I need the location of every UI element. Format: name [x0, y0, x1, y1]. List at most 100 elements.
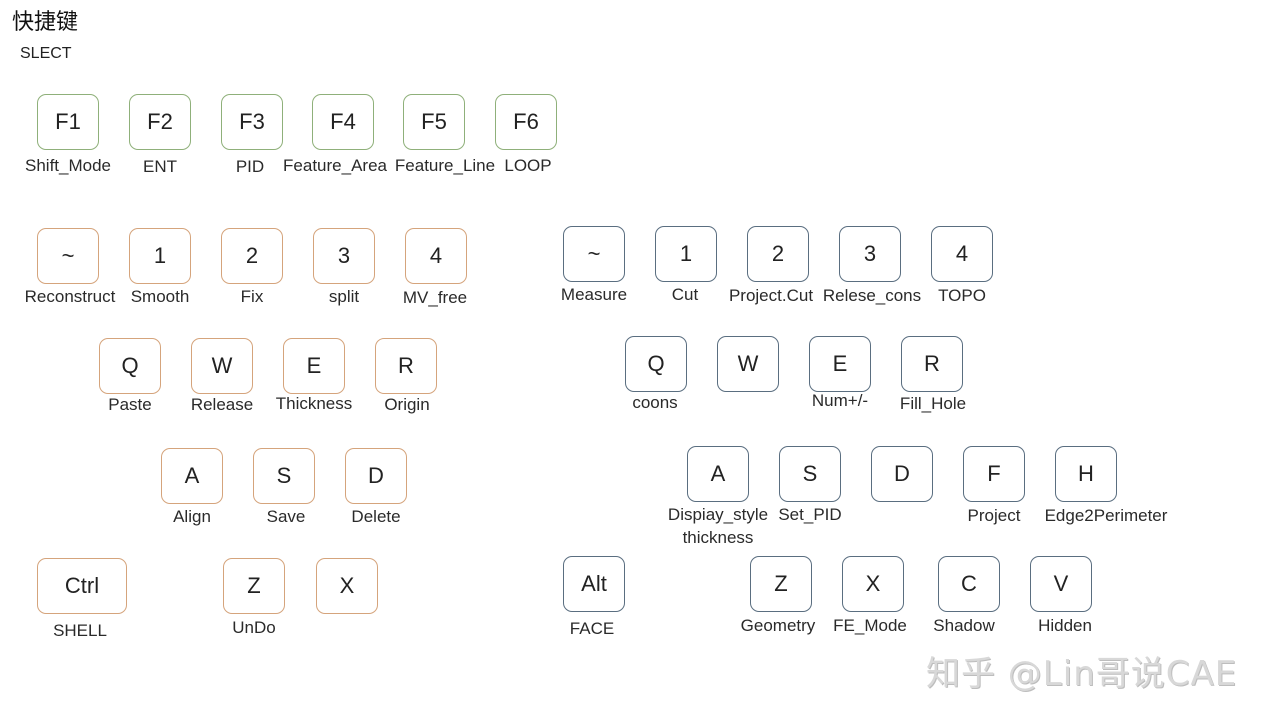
key-label: Project.Cut — [728, 286, 814, 305]
key-cap: F3 — [239, 109, 265, 134]
key-left-1[interactable]: 1 — [129, 228, 191, 284]
key-right-2[interactable]: 2 — [747, 226, 809, 282]
key-cap: ~ — [61, 243, 75, 268]
key-right-4[interactable]: 4 — [931, 226, 993, 282]
key-left-ctrl[interactable]: Ctrl — [37, 558, 127, 614]
key-right-v[interactable]: V — [1030, 556, 1092, 612]
key-cap: F1 — [55, 109, 81, 134]
key-cap: Alt — [581, 571, 607, 596]
key-label: MV_free — [402, 288, 468, 307]
key-f6[interactable]: F6 — [495, 94, 557, 150]
key-label: Fix — [240, 287, 264, 306]
key-cap: X — [865, 571, 881, 596]
key-left-z[interactable]: Z — [223, 558, 285, 614]
key-f1[interactable]: F1 — [37, 94, 99, 150]
key-right-s[interactable]: S — [779, 446, 841, 502]
key-right-z[interactable]: Z — [750, 556, 812, 612]
key-cap: Q — [121, 353, 139, 378]
key-left-a[interactable]: A — [161, 448, 223, 504]
key-right-alt[interactable]: Alt — [563, 556, 625, 612]
key-right-w[interactable]: W — [717, 336, 779, 392]
key-right-x[interactable]: X — [842, 556, 904, 612]
key-label: Set_PID — [778, 505, 842, 524]
key-label: Feature_Line — [394, 156, 496, 175]
key-cap: Ctrl — [64, 573, 100, 598]
key-left-w[interactable]: W — [191, 338, 253, 394]
key-cap: 4 — [955, 241, 969, 266]
key-label: ENT — [143, 157, 177, 176]
key-left-3[interactable]: 3 — [313, 228, 375, 284]
key-label: Delete — [351, 507, 401, 526]
key-cap: H — [1078, 461, 1094, 486]
key-left-2[interactable]: 2 — [221, 228, 283, 284]
key-label: Origin — [384, 395, 430, 414]
key-f3[interactable]: F3 — [221, 94, 283, 150]
key-label: Fill_Hole — [899, 394, 967, 413]
key-cap: 4 — [429, 243, 443, 268]
key-left-x[interactable]: X — [316, 558, 378, 614]
key-right-3[interactable]: 3 — [839, 226, 901, 282]
key-right-h[interactable]: H — [1055, 446, 1117, 502]
key-cap: 2 — [245, 243, 259, 268]
key-cap: A — [184, 463, 200, 488]
key-left-r[interactable]: R — [375, 338, 437, 394]
key-left-d[interactable]: D — [345, 448, 407, 504]
key-cap: D — [368, 463, 384, 488]
key-cap: D — [894, 461, 910, 486]
key-cap: Z — [247, 573, 261, 598]
key-cap: 1 — [679, 241, 693, 266]
key-label: Feature_Area — [283, 156, 387, 175]
key-right-1[interactable]: 1 — [655, 226, 717, 282]
key-cap: 1 — [153, 243, 167, 268]
key-cap: F6 — [513, 109, 539, 134]
key-cap: C — [961, 571, 977, 596]
key-label: Num+/- — [811, 391, 869, 410]
key-cap: S — [802, 461, 818, 486]
key-label: Thickness — [275, 394, 353, 413]
key-label: Save — [266, 507, 306, 526]
key-right-q[interactable]: Q — [625, 336, 687, 392]
key-label: Shadow — [933, 616, 995, 635]
key-label: Project — [967, 506, 1021, 525]
key-cap: E — [306, 353, 322, 378]
key-label: PID — [235, 157, 265, 176]
section-label-select: SLECT — [20, 45, 72, 62]
key-label: Reconstruct — [24, 287, 116, 306]
key-cap: 2 — [771, 241, 785, 266]
key-label: Geometry — [740, 616, 816, 635]
key-label: Paste — [108, 395, 152, 414]
key-label: Edge2Perimeter — [1044, 506, 1168, 525]
key-cap: Q — [647, 351, 665, 376]
key-cap: W — [737, 351, 759, 376]
key-label: split — [328, 287, 360, 306]
key-f4[interactable]: F4 — [312, 94, 374, 150]
key-label: UnDo — [232, 618, 276, 637]
key-cap: F2 — [147, 109, 173, 134]
key-right-d[interactable]: D — [871, 446, 933, 502]
key-label: Align — [173, 507, 211, 526]
key-f5[interactable]: F5 — [403, 94, 465, 150]
key-label: Relese_cons — [822, 286, 922, 305]
key-cap: F4 — [330, 109, 356, 134]
key-right-a[interactable]: A — [687, 446, 749, 502]
key-left-4[interactable]: 4 — [405, 228, 467, 284]
key-left-tilde[interactable]: ~ — [37, 228, 99, 284]
key-label: Measure — [560, 285, 628, 304]
key-right-r[interactable]: R — [901, 336, 963, 392]
key-cap: A — [710, 461, 726, 486]
key-left-s[interactable]: S — [253, 448, 315, 504]
key-right-tilde[interactable]: ~ — [563, 226, 625, 282]
key-cap: E — [832, 351, 848, 376]
key-cap: V — [1053, 571, 1069, 596]
key-cap: 3 — [863, 241, 877, 266]
key-label: Hidden — [1038, 616, 1092, 635]
key-right-f[interactable]: F — [963, 446, 1025, 502]
key-right-c[interactable]: C — [938, 556, 1000, 612]
key-left-q[interactable]: Q — [99, 338, 161, 394]
key-label: Shift_Mode — [25, 156, 111, 175]
key-f2[interactable]: F2 — [129, 94, 191, 150]
key-right-e[interactable]: E — [809, 336, 871, 392]
key-label: LOOP — [504, 156, 552, 175]
key-left-e[interactable]: E — [283, 338, 345, 394]
key-label: FE_Mode — [833, 616, 907, 635]
